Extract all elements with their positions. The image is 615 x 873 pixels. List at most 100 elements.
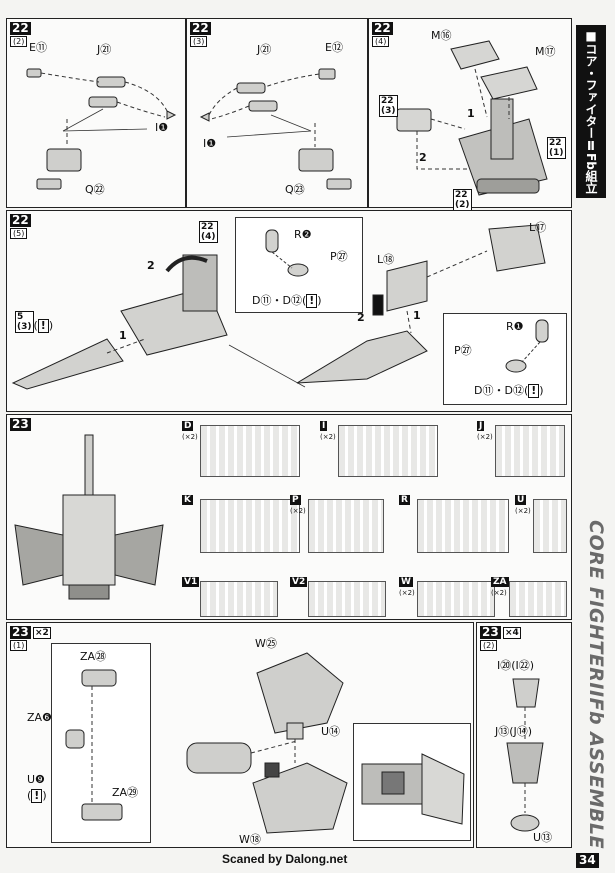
- label-p27b: P㉗: [454, 344, 472, 357]
- step-sub-number: (2): [480, 640, 498, 651]
- sprue-quantity: (×2): [320, 433, 336, 441]
- nozzle-diagram: [65, 669, 123, 821]
- step-22-4-panel: 22 (4) M⑯ M⑰ 22(3) 22(1) 22(2) 1 2: [368, 18, 572, 211]
- sprue-tag: J: [477, 421, 485, 431]
- quantity-badge: ×2: [33, 627, 51, 639]
- part-m17: [480, 66, 538, 100]
- step-22-5-diagram: [11, 254, 306, 390]
- sprue-d: [200, 425, 300, 477]
- step-22-3-panel: 22 (3) E⑫ J㉑ I❶ Q㉓: [186, 18, 368, 208]
- step-23-1-panel: 23 (1) ×2 ZA㉘ ZA㉙ ZA❻ U❾ (!): [6, 622, 474, 848]
- part-j21-lower: [248, 100, 278, 112]
- engine-location-diagram: [361, 753, 465, 825]
- sprue-quantity: (×2): [182, 433, 198, 441]
- sprue-tag: V1: [182, 577, 200, 587]
- label-q23: Q㉓: [285, 183, 305, 196]
- r-p-d-detail-panel-2: R❶ P㉗ D⑪・D⑫(!): [443, 313, 567, 405]
- step-number: 22: [10, 21, 31, 35]
- sprue-tag: R: [399, 495, 410, 505]
- part-fuselage-2: [296, 330, 428, 384]
- caution-icon: !: [37, 319, 49, 333]
- engine-shell-diagram: [186, 652, 348, 834]
- sprue-tag: ZA: [491, 577, 509, 587]
- label-r2: R❷: [294, 228, 312, 241]
- step-sub-number: (5): [10, 228, 28, 239]
- sprue-i: [338, 425, 438, 477]
- label-j21: J㉑: [97, 43, 112, 56]
- sprue-u: [533, 499, 567, 553]
- sprue-quantity: (×2): [477, 433, 493, 441]
- part-seat-block: [182, 254, 218, 312]
- label-i1: I❶: [155, 121, 169, 134]
- label-l18: L⑱: [377, 253, 395, 266]
- wing-assembly-diagram: [296, 224, 546, 384]
- sprue-za: [509, 581, 567, 617]
- step-sub-number: (1): [10, 640, 28, 651]
- part-l18: [386, 260, 428, 312]
- step-22-3-diagram: [199, 68, 352, 190]
- part-e12: [318, 68, 336, 80]
- label-j21: J㉑: [257, 43, 272, 56]
- step-23-2-panel: 23 (2) ×4 I⑳(I㉒) J⑬(J⑭) U⑬: [476, 622, 572, 848]
- part-left-wing: [14, 524, 64, 586]
- sprue-p: [308, 499, 384, 553]
- label-u9-caution: (!): [27, 789, 47, 803]
- section-title-jp: ■コア・ファイターⅡFb組立: [576, 25, 606, 198]
- caution-icon: !: [528, 384, 540, 398]
- scan-credit: Scaned by Dalong.net: [222, 852, 348, 866]
- sprue-quantity: (×2): [491, 589, 507, 597]
- part-connector: [264, 762, 280, 778]
- label-u9: U❾: [27, 773, 45, 786]
- sprue-k: [200, 499, 300, 553]
- part-za29: [81, 803, 123, 821]
- sprue-v1: [200, 581, 278, 617]
- step-sub-number: (2): [10, 36, 28, 47]
- ref-step-22-4: 22(4): [199, 221, 218, 243]
- part-hub-ref3: [396, 108, 432, 132]
- part-za6: [65, 729, 85, 749]
- label-m17: M⑰: [535, 45, 556, 58]
- part-clip: [372, 294, 384, 316]
- sprue-tag: V2: [290, 577, 308, 587]
- step-order-2: 2: [147, 259, 155, 272]
- part-i1: [166, 110, 177, 120]
- part-m16: [450, 40, 500, 70]
- part-frame: [490, 98, 514, 160]
- step-number: 22: [372, 21, 393, 35]
- part-p27b: [505, 359, 527, 373]
- sprue-tag: W: [399, 577, 413, 587]
- step-order-1: 1: [413, 309, 421, 322]
- label-m16: M⑯: [431, 29, 452, 42]
- step-22-4-diagram: [396, 40, 548, 196]
- label-d11-d12-b: D⑪・D⑫(!): [474, 384, 544, 398]
- part-w18: [252, 762, 348, 834]
- sprue-tag: D: [182, 421, 194, 431]
- part-e11: [26, 68, 42, 78]
- part-nose: [11, 338, 124, 390]
- step-sub-number: (3): [190, 36, 208, 47]
- label-za6: ZA❻: [27, 711, 52, 724]
- part-q22: [36, 178, 62, 190]
- part-u13: [510, 814, 540, 832]
- ref-step-22-3: 22(3): [379, 95, 398, 117]
- sprue-quantity: (×2): [515, 507, 531, 515]
- step-number: 22: [10, 213, 31, 227]
- part-wing-root: [421, 753, 465, 825]
- label-q22: Q㉒: [85, 183, 105, 196]
- rotate-arrow: [165, 255, 208, 273]
- part-w25: [256, 652, 344, 734]
- label-u13: U⑬: [533, 831, 553, 844]
- part-u14: [286, 722, 304, 740]
- part-j21-lower: [88, 96, 118, 108]
- part-j13: [506, 742, 544, 784]
- part-i1: [199, 112, 210, 122]
- completed-core-fighter-view: [14, 434, 164, 600]
- step-order-1: 1: [467, 107, 475, 120]
- label-i1: I❶: [203, 137, 217, 150]
- sprue-tag: K: [182, 495, 193, 505]
- exhaust-nozzle-diagram: [506, 678, 544, 832]
- label-r1: R❶: [506, 320, 524, 333]
- part-za28: [81, 669, 117, 687]
- part-q23: [326, 178, 352, 190]
